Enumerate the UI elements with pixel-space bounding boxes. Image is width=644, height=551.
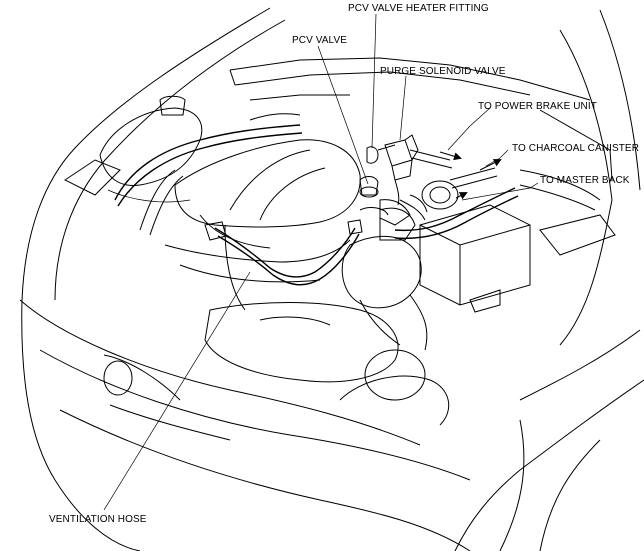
leader-lines — [103, 13, 539, 511]
vehicle-body-outline — [19, 7, 644, 551]
label-pcv-valve-heater-fitting: PCV VALVE HEATER FITTING — [348, 3, 489, 14]
purge-solenoid-valve — [384, 134, 419, 206]
front-lamp — [103, 349, 450, 441]
throttle-body — [379, 180, 459, 226]
pcv-valve-assembly — [359, 144, 396, 198]
intake-manifold — [164, 139, 399, 383]
label-ventilation-hose: VENTILATION HOSE — [49, 514, 147, 525]
label-to-power-brake-unit: TO POWER BRAKE UNIT — [478, 101, 597, 112]
air-intake-duct — [341, 207, 428, 351]
flow-arrows — [439, 151, 502, 200]
label-to-master-back: TO MASTER BACK — [540, 175, 630, 186]
upper-hoses — [114, 113, 303, 236]
label-to-charcoal-canister: TO CHARCOAL CANISTER — [512, 143, 640, 154]
cowl — [229, 57, 613, 211]
label-purge-solenoid-valve: PURGE SOLENOID VALVE — [380, 66, 506, 77]
ventilation-hose — [204, 219, 363, 286]
label-pcv-valve: PCV VALVE — [292, 35, 347, 46]
vacuum-lines — [394, 149, 519, 240]
battery — [419, 204, 616, 313]
